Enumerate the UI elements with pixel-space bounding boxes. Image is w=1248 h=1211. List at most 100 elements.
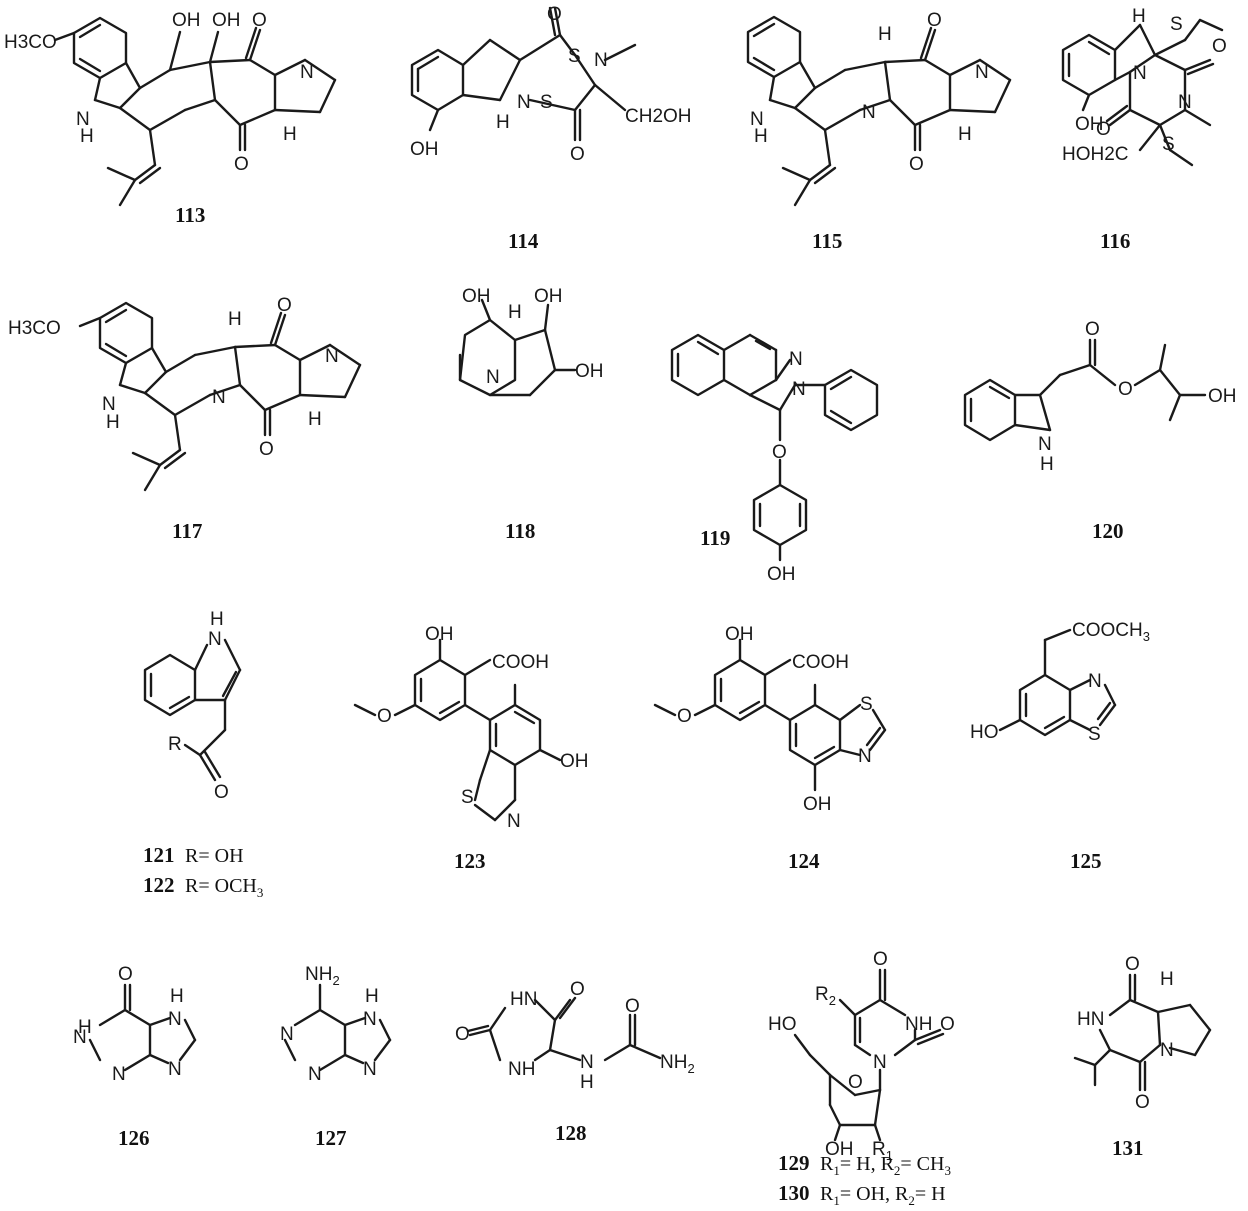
o-label: O (547, 4, 562, 25)
oh-label: OH (172, 10, 201, 31)
oh-label: OH (425, 624, 454, 645)
n-label: N (486, 367, 500, 388)
structure-126: O H N N N H N 126 (73, 964, 197, 1150)
o-label: O (1085, 319, 1100, 340)
o-label: O (1135, 1092, 1150, 1113)
o-label: O (1118, 379, 1133, 400)
structure-116: H S O N N O S OH HOH2C 116 (1061, 6, 1227, 253)
n-label: N (168, 1059, 182, 1080)
compound-number: 126 (118, 1126, 150, 1150)
oh-label: OH (410, 139, 439, 160)
oh-label: OH (767, 564, 796, 585)
n-label: N (792, 379, 806, 400)
n-label: N (212, 387, 226, 408)
oh-label: OH (462, 286, 491, 307)
n-label: N (102, 394, 116, 415)
coocH3-label: COOCH3 (1072, 620, 1150, 644)
o-label: O (377, 706, 392, 727)
ho-label: HO (970, 722, 999, 743)
n-label: N (325, 346, 339, 367)
n-label: N (363, 1009, 377, 1030)
n-label: N (1178, 92, 1192, 113)
h-label: H (228, 309, 242, 330)
oh-label: OH (825, 1139, 854, 1160)
n-label: N (208, 629, 222, 650)
h-label: H (106, 412, 120, 433)
o-label: O (873, 949, 888, 970)
compound-number: 114 (508, 229, 539, 253)
structure-124: OH COOH O S N OH 124 (653, 624, 887, 873)
n-label: N (168, 1009, 182, 1030)
oh-label: OH (534, 286, 563, 307)
o-label: O (772, 442, 787, 463)
oh-label: OH (212, 10, 241, 31)
structure-115: N H H O O N N H 115 (746, 10, 1012, 253)
nh-label: NH (905, 1014, 932, 1035)
compound-number: 124 (788, 849, 820, 873)
o-label: O (570, 979, 585, 1000)
h-label: H (80, 126, 94, 147)
o-label: O (1096, 119, 1111, 140)
o-label: O (214, 782, 229, 803)
o-label: O (909, 154, 924, 175)
oh-label: OH (1075, 114, 1104, 135)
structure-128: HN O O NH N H O NH2 128 (455, 979, 695, 1145)
o-label: O (927, 10, 942, 31)
n-label: N (594, 50, 608, 71)
structure-127: NH2 N N N H N 127 (280, 964, 392, 1150)
h-label: H (496, 112, 510, 133)
h-label: H (210, 609, 224, 630)
h-label: H (958, 124, 972, 145)
ch2oh-label: CH2OH (625, 106, 692, 127)
s-label: S (568, 46, 581, 67)
structure-129-130: O R2 NH O N O HO OH R1 129 R1= H, R2= CH… (768, 949, 955, 1208)
cooh-label: COOH (492, 652, 549, 673)
n-label: N (300, 62, 314, 83)
n-label: N (73, 1027, 87, 1048)
s-label: S (860, 694, 873, 715)
structure-121-122: N H R O 121 R= OH 122 R= OCH3 (143, 609, 263, 900)
compound-number: 116 (1100, 229, 1130, 253)
ho-label: HO (768, 1014, 797, 1035)
n-label: N (112, 1064, 126, 1085)
h-label: H (1160, 969, 1174, 990)
oh-label: OH (1208, 386, 1237, 407)
h-label: H (754, 126, 768, 147)
n-label: N (750, 109, 764, 130)
s-label: S (1088, 724, 1101, 745)
n-label: N (517, 92, 531, 113)
compound-number: 131 (1112, 1136, 1144, 1160)
o-label: O (259, 439, 274, 460)
h-label: H (580, 1072, 594, 1093)
n-label: N (580, 1052, 594, 1073)
o-label: O (940, 1014, 955, 1035)
structure-114: O S S N N H O CH2OH OH 114 (410, 4, 692, 253)
n-label: N (280, 1024, 294, 1045)
s-label: S (461, 787, 474, 808)
n-label: N (1160, 1040, 1174, 1061)
s-label: S (1162, 134, 1175, 155)
structure-125: COOCH3 N S HO 125 (970, 620, 1150, 873)
n-label: N (1133, 63, 1147, 84)
compound-caption: R= OCH3 (185, 875, 263, 900)
h-label: H (878, 24, 892, 45)
h-label: H (308, 409, 322, 430)
structure-123: OH COOH O OH S N 123 (353, 624, 589, 873)
h-label: H (1132, 6, 1146, 27)
structure-120: O O OH N H 120 (963, 319, 1237, 543)
structure-131: O H HN N O 131 (1073, 954, 1212, 1160)
structure-118: OH H OH OH N 118 (458, 286, 604, 543)
n-label: N (1038, 434, 1052, 455)
n-label: N (862, 102, 876, 123)
o-label: O (277, 295, 292, 316)
structure-119: N N O OH 119 (670, 333, 879, 585)
n-label: N (507, 811, 521, 832)
hn-label: H (78, 1017, 92, 1038)
compound-number: 121 (143, 843, 175, 867)
n-label: N (1088, 671, 1102, 692)
o-label: O (455, 1024, 470, 1045)
oh-label: OH (575, 361, 604, 382)
r-label: R (168, 734, 182, 755)
nh-label: N (76, 109, 90, 130)
